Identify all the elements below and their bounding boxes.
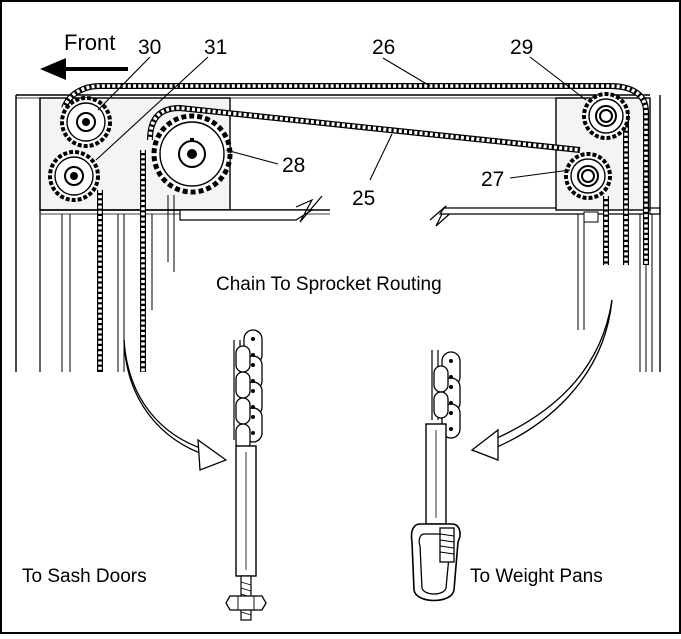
callout-28: 28	[282, 154, 305, 177]
caption-weight-pans: To Weight Pans	[470, 566, 603, 587]
weight-pan-connector	[410, 350, 461, 602]
sprocket-27-icon	[564, 152, 612, 200]
caption-sash-doors: To Sash Doors	[22, 566, 147, 587]
sprocket-31-icon	[48, 150, 100, 202]
callout-29: 29	[510, 36, 533, 59]
diagram-title: Chain To Sprocket Routing	[216, 274, 442, 295]
callout-26: 26	[372, 36, 395, 59]
callout-27: 27	[481, 168, 504, 191]
callout-leaders	[95, 56, 587, 181]
drive-chain	[61, 83, 649, 372]
sprocket-29-icon	[582, 92, 630, 140]
front-arrow-icon	[40, 58, 128, 80]
callout-31: 31	[204, 36, 227, 59]
callout-30: 30	[138, 36, 161, 59]
sprocket-28-icon	[151, 113, 233, 195]
front-label: Front	[64, 30, 115, 55]
left-routing-arrow-icon	[123, 339, 228, 471]
sash-door-connector	[225, 329, 267, 621]
right-routing-arrow-icon	[470, 299, 613, 461]
callout-25: 25	[352, 187, 375, 210]
